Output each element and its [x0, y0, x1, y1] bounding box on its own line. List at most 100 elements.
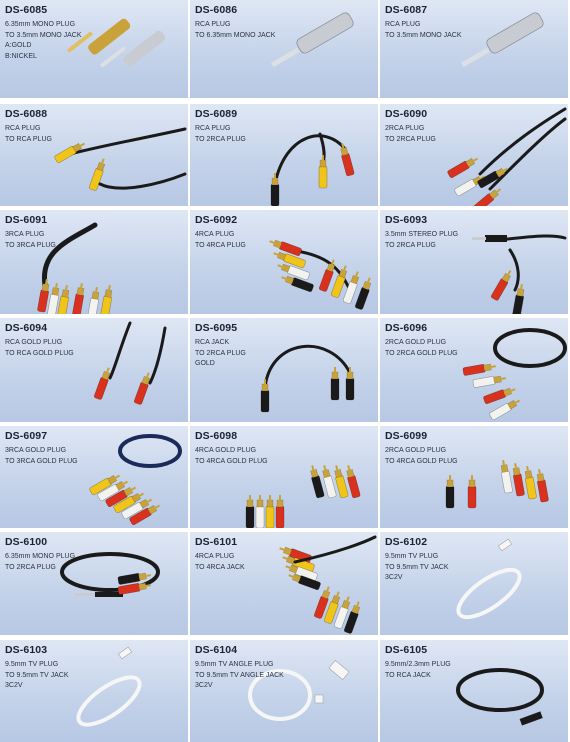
description-line: 3RCA PLUG	[5, 231, 45, 238]
description-line: TO 2RCA GOLD PLUG	[385, 349, 458, 357]
description-line: 3C2V	[385, 574, 403, 581]
product-code: DS-6104	[195, 644, 238, 656]
description-line: TO 3RCA GOLD PLUG	[5, 457, 78, 465]
description-line: RCA JACK	[195, 339, 230, 346]
description-line: TO 3RCA PLUG	[5, 241, 56, 249]
description-line: 2RCA PLUG	[385, 125, 425, 132]
product-code: DS-6100	[5, 536, 48, 548]
product-photo	[245, 465, 361, 528]
product-photo	[462, 328, 567, 421]
description-line: TO 4RCA GOLD PLUG	[195, 457, 268, 465]
product-photo	[447, 107, 567, 206]
description-line: 3.5mm STEREO PLUG	[385, 231, 459, 238]
description-line: RCA GOLD PLUG	[5, 339, 63, 346]
description-line: TO 4RCA PLUG	[195, 241, 246, 249]
product-code: DS-6094	[5, 322, 48, 334]
description-line: B:NICKEL	[5, 52, 37, 60]
product-card: DS-6104 9.5mm TV ANGLE PLUG TO 9.5mm TV AN…	[190, 640, 378, 742]
product-card: DS-6100 6.35mm MONO PLUG TO 2RCA PLUG	[0, 532, 188, 635]
product-photo	[279, 535, 377, 634]
product-photo	[456, 668, 544, 726]
product-code: DS-6090	[385, 108, 428, 120]
description-line: TO 2RCA PLUG	[385, 241, 436, 249]
product-photo	[248, 660, 350, 721]
product-photo	[54, 127, 187, 191]
description-line: A:GOLD	[5, 42, 32, 49]
product-code: DS-6096	[385, 322, 428, 334]
description-line: TO 4RCA JACK	[195, 563, 245, 571]
product-description: 2RCA GOLD PLUG TO 2RCA GOLD PLUG	[385, 338, 458, 359]
description-line: 2RCA GOLD PLUG	[385, 447, 447, 454]
product-code: DS-6098	[195, 430, 238, 442]
product-code: DS-6101	[195, 536, 238, 548]
product-card: DS-6096 2RCA GOLD PLUG TO 2RCA GOLD PLUG	[380, 318, 568, 422]
product-description: 9.5mm TV ANGLE PLUG TO 9.5mm TV ANGLE JAC…	[195, 660, 284, 692]
product-code: DS-6097	[5, 430, 48, 442]
product-description: RCA GOLD PLUG TO RCA GOLD PLUG	[5, 338, 74, 359]
description-line: TO RCA GOLD PLUG	[5, 349, 74, 357]
description-line: 3C2V	[5, 682, 23, 689]
product-description: 2RCA PLUG TO 2RCA PLUG	[385, 124, 436, 145]
product-code: DS-6105	[385, 644, 428, 656]
product-photo	[89, 434, 182, 526]
description-line: 9.5mm TV PLUG	[385, 553, 439, 560]
product-photo	[76, 646, 142, 727]
description-line: TO 3.5mm MONO JACK	[385, 31, 462, 39]
product-card: DS-6090 2RCA PLUG TO 2RCA PLUG	[380, 104, 568, 206]
description-line: 2RCA GOLD PLUG	[385, 339, 447, 346]
product-card: DS-6091 3RCA PLUG TO 3RCA PLUG	[0, 210, 188, 314]
product-photo	[456, 538, 522, 620]
description-line: TO 9.5mm TV ANGLE JACK	[195, 671, 284, 679]
product-photo	[269, 239, 372, 310]
description-line: TO 4RCA GOLD PLUG	[385, 457, 458, 465]
description-line: RCA PLUG	[195, 21, 231, 28]
product-code: DS-6089	[195, 108, 238, 120]
description-line: 9.5mm/2.3mm PLUG	[385, 661, 451, 668]
description-line: RCA PLUG	[5, 125, 41, 132]
description-line: TO 2RCA PLUG	[195, 135, 246, 143]
product-description: RCA PLUG TO 6.35mm MONO JACK	[195, 20, 275, 41]
product-description: 3RCA PLUG TO 3RCA PLUG	[5, 230, 56, 251]
product-code: DS-6088	[5, 108, 48, 120]
description-line: RCA PLUG	[195, 125, 231, 132]
product-photo	[270, 132, 355, 206]
description-line: GOLD	[195, 360, 215, 367]
product-photo	[472, 234, 567, 314]
product-photo	[93, 321, 167, 405]
description-line: TO 2RCA PLUG	[385, 135, 436, 143]
product-photo	[260, 344, 355, 413]
product-code: DS-6095	[195, 322, 238, 334]
product-description: 2RCA GOLD PLUG TO 4RCA GOLD PLUG	[385, 446, 458, 467]
description-line: TO 2RCA PLUG	[5, 563, 56, 571]
product-photo	[445, 459, 549, 509]
product-code: DS-6091	[5, 214, 48, 226]
description-line: TO 6.35mm MONO JACK	[195, 31, 276, 39]
description-line: 6.35mm MONO PLUG	[5, 553, 76, 560]
description-line: 9.5mm TV ANGLE PLUG	[195, 661, 274, 668]
description-line: TO 9.5mm TV JACK	[5, 671, 69, 679]
product-code: DS-6103	[5, 644, 48, 656]
